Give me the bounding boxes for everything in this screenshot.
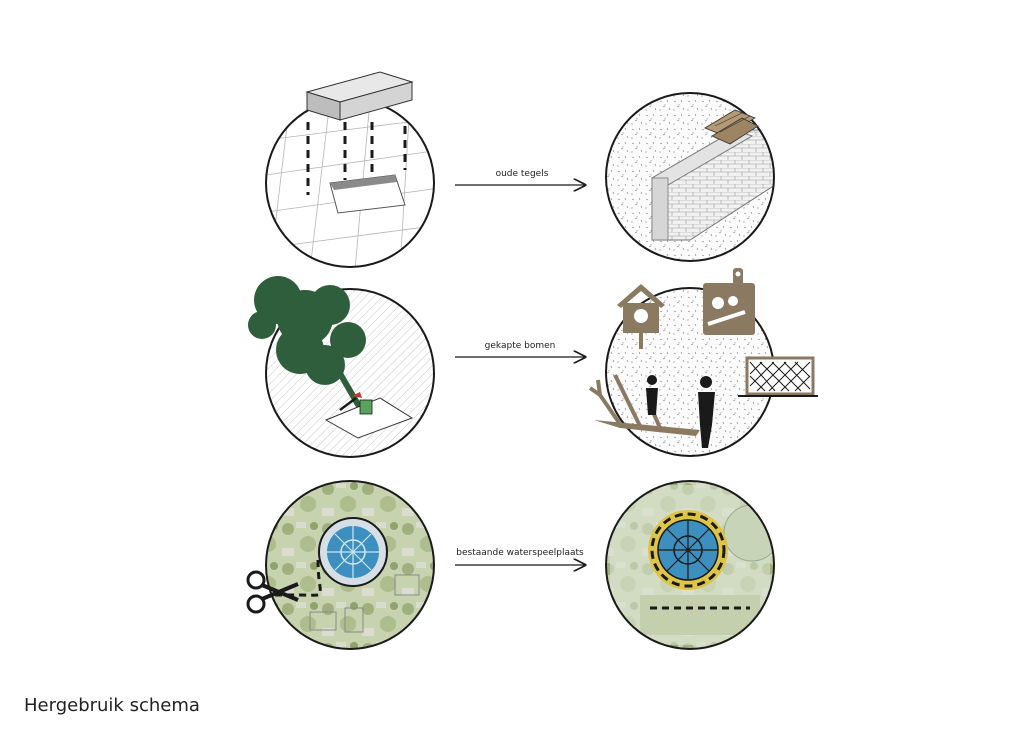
- arrow-oude-tegels: oude tegels: [455, 169, 585, 185]
- arrow-label: bestaande waterspeelplaats: [456, 548, 584, 558]
- log-branch-icon: [588, 374, 700, 436]
- tree-stump-icon: [324, 392, 414, 439]
- paving-tiles-circle: [265, 71, 435, 268]
- row-2: gekapte bomen: [248, 268, 818, 458]
- reclaimed-bricks-icon: [704, 109, 759, 145]
- lifted-tile-icon: [305, 71, 414, 121]
- scissors-icon: [246, 570, 299, 614]
- cutting-board-icon: [703, 268, 755, 335]
- goal-net-icon: [738, 356, 818, 397]
- arrow-label: gekapte bomen: [485, 341, 556, 351]
- tree-icon: [248, 276, 366, 410]
- diagram-caption: Hergebruik schema: [24, 695, 200, 716]
- relocated-water-playground-circle: [605, 480, 775, 650]
- arrow-bestaande-waterspeelplaats: bestaande waterspeelplaats: [455, 548, 585, 565]
- felled-tree-circle: [248, 276, 435, 458]
- arrow-gekapte-bomen: gekapte bomen: [455, 341, 585, 357]
- water-playground-icon: [318, 517, 388, 587]
- birdhouse-icon: [617, 284, 665, 349]
- wood-objects-circle: [588, 268, 818, 457]
- brick-wall-circle: [605, 92, 775, 262]
- arrow-label: oude tegels: [496, 169, 549, 179]
- person-silhouette-icon: [646, 375, 715, 448]
- water-playground-icon: [648, 510, 728, 590]
- row-1: oude tegels: [265, 71, 775, 268]
- row-3: bestaande waterspeelplaats: [246, 480, 775, 650]
- cut-water-playground-circle: [246, 480, 435, 650]
